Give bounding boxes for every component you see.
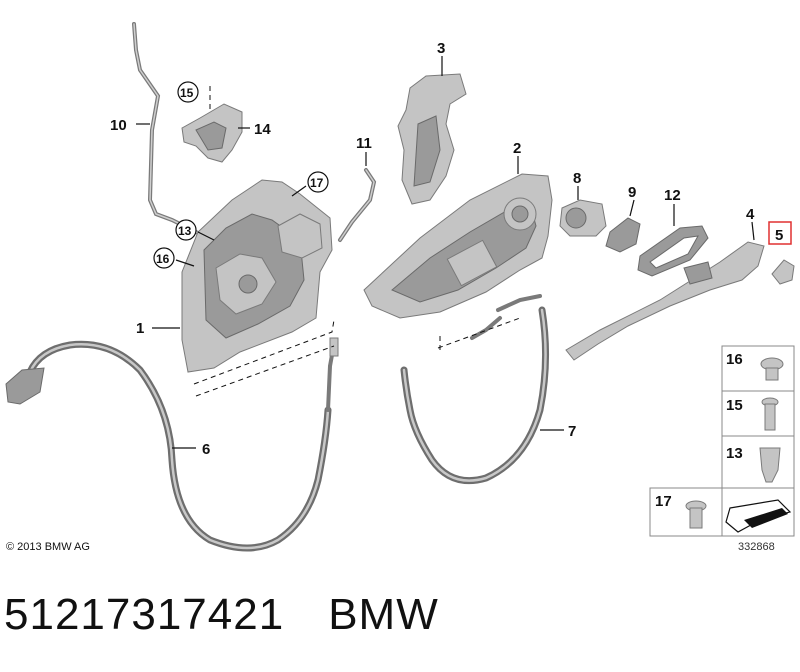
callout-17-circle (307, 171, 329, 193)
door-handle-4 (565, 241, 765, 361)
gasket-12 (637, 225, 709, 277)
callout-16: 16 (156, 252, 170, 266)
callout-13: 13 (178, 224, 192, 238)
illustration-number: 332868 (738, 541, 775, 553)
callout-17: 17 (310, 176, 324, 190)
legend-15: 15 (726, 397, 743, 414)
callout-10: 10 (110, 117, 127, 134)
screw-16-icon (760, 357, 784, 381)
callout-3: 3 (437, 40, 445, 57)
callout-6: 6 (202, 441, 210, 458)
assembly-dashed-lines (193, 86, 521, 397)
bracket-14 (181, 103, 243, 163)
cable-7 (400, 294, 550, 485)
callout-7: 7 (568, 423, 576, 440)
callout-5: 5 (775, 227, 783, 244)
end-cap-5 (771, 259, 795, 285)
brand-name: BMW (328, 590, 439, 639)
callout-14: 14 (254, 121, 271, 138)
legend-13: 13 (726, 445, 743, 462)
lock-cylinder-8 (559, 199, 607, 237)
clip-13-icon (759, 447, 781, 483)
callout-13-circle (175, 219, 197, 241)
leader-lines (136, 56, 755, 449)
legend-16: 16 (726, 351, 743, 368)
sheet-metal-symbol-icon (725, 499, 792, 533)
callout-2: 2 (513, 140, 521, 157)
callout-11: 11 (356, 135, 372, 152)
callout-9: 9 (628, 184, 636, 201)
callout-15-circle (177, 81, 199, 103)
cable-11 (338, 168, 377, 242)
callout-1: 1 (136, 320, 144, 337)
callout-15: 15 (180, 86, 194, 100)
cable-6 (5, 337, 339, 552)
callout-12: 12 (664, 187, 681, 204)
lock-module-1 (181, 179, 333, 373)
callout-5-highlight (768, 221, 792, 245)
callout-16-circle (153, 247, 175, 269)
bracket-3 (397, 73, 467, 205)
screw-17-icon (685, 500, 707, 529)
part-caption: 51217317421 BMW (4, 590, 439, 640)
copyright-notice: © 2013 BMW AG (6, 541, 90, 553)
gasket-9 (605, 217, 641, 253)
part-number: 51217317421 (4, 590, 285, 639)
legend-17: 17 (655, 493, 672, 510)
callout-4: 4 (746, 206, 755, 223)
carrier-2 (363, 173, 553, 319)
callout-8: 8 (573, 170, 581, 187)
fastener-legend: 16 15 13 17 (649, 345, 795, 537)
callout-labels: 10 15 14 11 17 13 16 1 3 2 8 9 12 4 5 6 … (110, 40, 792, 458)
bolt-15-icon (761, 397, 779, 431)
